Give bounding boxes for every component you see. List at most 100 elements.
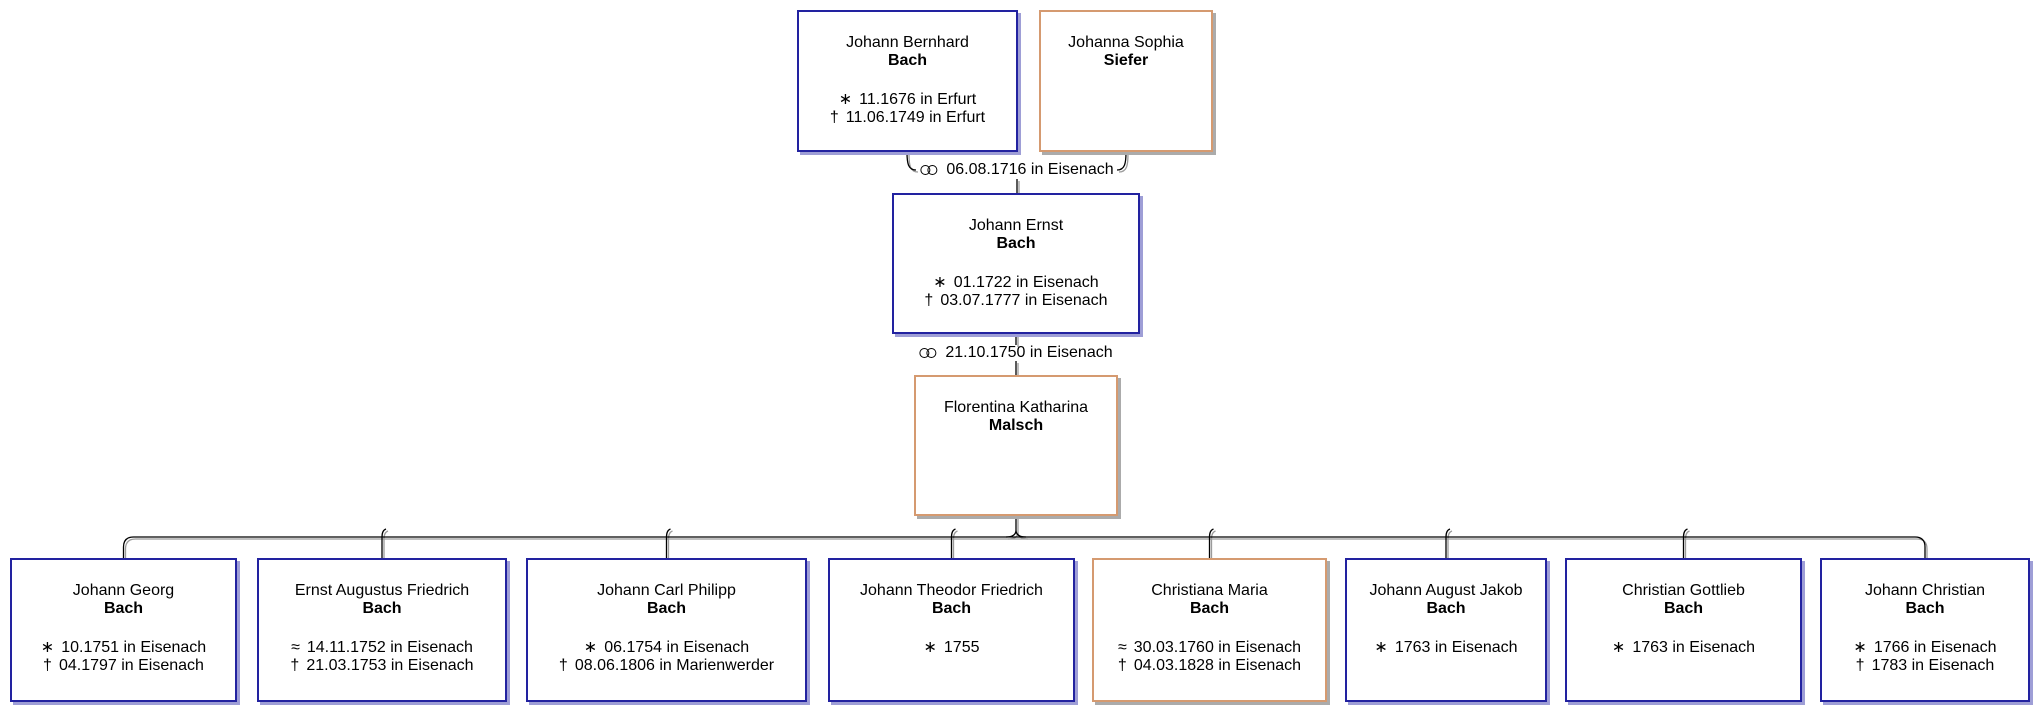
person-events: ∗10.1751 in Eisenach † 04.1797 in Eisenac… [12, 639, 235, 675]
baptism-event: ≈30.03.1760 in Eisenach [1094, 639, 1325, 657]
person-name: Johann Theodor Friedrich Bach [830, 582, 1073, 618]
death-symbol: † [558, 657, 568, 674]
person-name: Ernst Augustus Friedrich Bach [259, 582, 505, 618]
event-text: 10.1751 in Eisenach [61, 639, 207, 656]
baptism-event: ≈14.11.1752 in Eisenach [259, 639, 505, 657]
person-box-johann-august-jakob-bach[interactable]: Johann August Jakob Bach ∗ 1763 in Eisena… [1345, 558, 1547, 702]
person-surname: Bach [362, 600, 402, 617]
person-name: Johann Ernst Bach [894, 217, 1138, 253]
person-surname: Bach [887, 52, 928, 69]
person-surname: Malsch [988, 417, 1044, 434]
person-given-name: Johanna Sophia [1068, 34, 1184, 51]
event-text: 11.06.1749 in Erfurt [845, 109, 986, 126]
person-given-name: Johann Bernhard [846, 34, 969, 51]
person-box-ernst-augustus-friedrich-bach[interactable]: Ernst Augustus Friedrich Bach ≈14.11.175… [257, 558, 507, 702]
event-text: 1766 in Eisenach [1873, 639, 1997, 656]
baptism-symbol: ≈ [1117, 639, 1127, 656]
event-text: 11.1676 in Erfurt [859, 91, 977, 108]
person-name: Johanna Sophia Siefer [1041, 34, 1211, 70]
birth-symbol: ∗ [583, 639, 598, 656]
person-box-johann-ernst-bach[interactable]: Johann Ernst Bach ∗ 01.1722 in Eisenach †… [892, 193, 1140, 334]
birth-symbol: ∗ [1853, 639, 1867, 656]
event-text: 14.11.1752 in Eisenach [306, 639, 473, 656]
birth-event: ∗1763 in Eisenach [1567, 639, 1800, 657]
event-text: 1783 in Eisenach [1871, 657, 1995, 674]
person-given-name: Johann Georg [72, 582, 175, 599]
event-text: 06.1754 in Eisenach [604, 639, 750, 656]
marriage-date-place: 21.10.1750 in Eisenach [945, 344, 1113, 361]
marriage-rings-icon [920, 165, 938, 175]
event-text: 01.1722 in Eisenach [953, 274, 1099, 291]
event-text: 21.03.1753 in Eisenach [306, 657, 474, 674]
person-box-johann-georg-bach[interactable]: Johann Georg Bach ∗10.1751 in Eisenach †… [10, 558, 237, 702]
death-symbol: † [1855, 657, 1865, 674]
person-name: Christiana Maria Bach [1094, 582, 1325, 618]
person-events: ∗ 1763 in Eisenach [1347, 639, 1545, 657]
birth-symbol: ∗ [1374, 639, 1388, 656]
baptism-symbol: ≈ [291, 639, 300, 656]
death-symbol: † [290, 657, 300, 674]
person-box-johanna-sophia-siefer[interactable]: Johanna Sophia Siefer [1039, 10, 1213, 152]
person-given-name: Christiana Maria [1151, 582, 1268, 599]
person-name: Johann August Jakob Bach [1347, 582, 1545, 618]
person-given-name: Christian Gottlieb [1622, 582, 1745, 599]
birth-event: ∗ 06.1754 in Eisenach [528, 639, 805, 657]
person-surname: Bach [103, 600, 144, 617]
person-given-name: Johann Christian [1864, 582, 1986, 599]
event-text: 04.03.1828 in Eisenach [1133, 657, 1302, 674]
birth-event: ∗11.1676 in Erfurt [799, 91, 1016, 109]
person-given-name: Johann Ernst [968, 217, 1064, 234]
person-surname: Bach [996, 235, 1036, 252]
person-events: ∗ 06.1754 in Eisenach † 08.06.1806 in Mari… [528, 639, 805, 675]
person-name: Christian Gottlieb Bach [1567, 582, 1800, 618]
person-box-florentina-katharina-malsch[interactable]: Florentina Katharina Malsch [914, 375, 1118, 516]
person-surname: Bach [931, 600, 972, 617]
event-text: 1763 in Eisenach [1394, 639, 1518, 656]
birth-event: ∗10.1751 in Eisenach [12, 639, 235, 657]
birth-event: ∗ 1763 in Eisenach [1347, 639, 1545, 657]
person-box-johann-christian-bach[interactable]: Johann Christian Bach ∗1766 in Eisenach … [1820, 558, 2030, 702]
person-box-johann-carl-philipp-bach[interactable]: Johann Carl Philipp Bach ∗ 06.1754 in Eis… [526, 558, 807, 702]
person-surname: Bach [1426, 600, 1466, 617]
person-box-johann-theodor-friedrich-bach[interactable]: Johann Theodor Friedrich Bach ∗ 1755 [828, 558, 1075, 702]
event-text: 03.07.1777 in Eisenach [940, 292, 1108, 309]
birth-event: ∗ 01.1722 in Eisenach [894, 274, 1138, 292]
person-box-johann-bernhard-bach[interactable]: Johann Bernhard Bach ∗11.1676 in Erfurt … [797, 10, 1018, 152]
person-events: ≈14.11.1752 in Eisenach † 21.03.1753 in E… [259, 639, 505, 675]
person-given-name: Johann Carl Philipp [597, 582, 736, 599]
marriage-label: 06.08.1716 in Eisenach [920, 161, 1114, 179]
death-event: †03.07.1777 in Eisenach [894, 292, 1138, 310]
death-symbol: † [43, 657, 52, 674]
birth-symbol: ∗ [933, 274, 947, 291]
birth-symbol: ∗ [923, 639, 937, 656]
person-surname: Bach [646, 600, 687, 617]
person-name: Johann Georg Bach [12, 582, 235, 618]
event-text: 04.1797 in Eisenach [58, 657, 204, 674]
person-events: ∗11.1676 in Erfurt † 11.06.1749 in Erfurt [799, 91, 1016, 127]
death-event: † 08.06.1806 in Marienwerder [528, 657, 805, 675]
person-box-christian-gottlieb-bach[interactable]: Christian Gottlieb Bach ∗1763 in Eisenac… [1565, 558, 1802, 702]
marriage-label: 21.10.1750 in Eisenach [919, 344, 1113, 362]
event-text: 1755 [943, 639, 980, 656]
person-events: ∗ 1755 [830, 639, 1073, 657]
death-symbol: † [1117, 657, 1127, 674]
birth-event: ∗ 1755 [830, 639, 1073, 657]
person-surname: Bach [1663, 600, 1704, 617]
birth-event: ∗ 1766 in Eisenach [1822, 639, 2028, 657]
death-symbol: † [829, 109, 839, 126]
person-given-name: Johann Theodor Friedrich [860, 582, 1043, 599]
marriage-date-place: 06.08.1716 in Eisenach [946, 161, 1114, 178]
person-surname: Siefer [1103, 52, 1149, 69]
person-events: ≈30.03.1760 in Eisenach † 04.03.1828 in E… [1094, 639, 1325, 675]
death-event: † 11.06.1749 in Erfurt [799, 109, 1016, 127]
person-events: ∗ 1766 in Eisenach † 1783 in Eisenach [1822, 639, 2028, 675]
person-name: Johann Bernhard Bach [799, 34, 1016, 70]
death-event: † 1783 in Eisenach [1822, 657, 2028, 675]
person-given-name: Ernst Augustus Friedrich [294, 582, 470, 599]
event-text: 30.03.1760 in Eisenach [1133, 639, 1302, 656]
birth-symbol: ∗ [1611, 639, 1626, 656]
event-text: 08.06.1806 in Marienwerder [574, 657, 775, 674]
person-given-name: Johann August Jakob [1369, 582, 1523, 599]
person-box-christiana-maria-bach[interactable]: Christiana Maria Bach ≈30.03.1760 in Eis… [1092, 558, 1327, 702]
